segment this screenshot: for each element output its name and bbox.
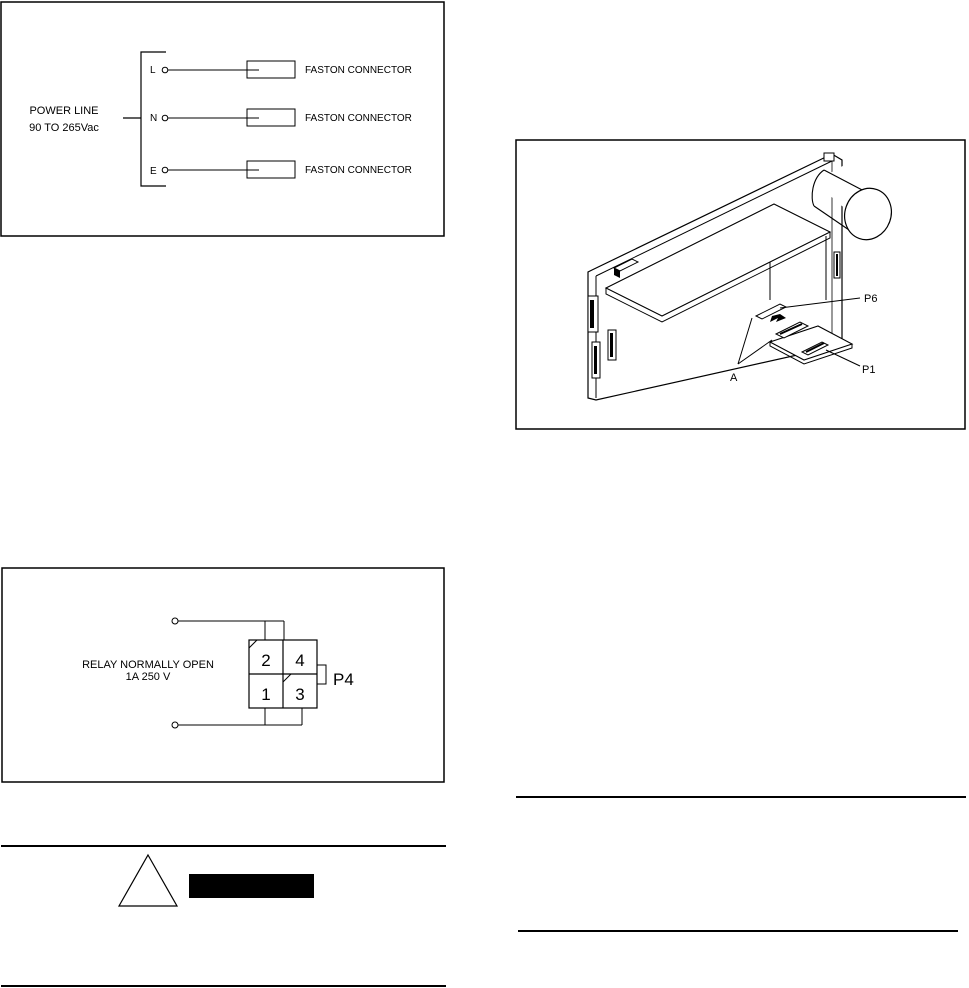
- terminal-circle-icon: [171, 721, 179, 729]
- pin-1: 1: [261, 685, 270, 704]
- shelf-edge: [605, 232, 831, 323]
- p6-leader: [779, 297, 861, 309]
- p4-label: P4: [333, 670, 354, 689]
- p1-leader: [825, 349, 861, 367]
- voltage-label: 90 TO 265Vac: [29, 122, 99, 134]
- relay-label: RELAY NORMALLY OPEN: [82, 659, 214, 671]
- insert-arrow-icon: [770, 314, 786, 322]
- pin-4: 4: [295, 651, 304, 670]
- daughter-board-edge: [769, 342, 853, 365]
- terminal-circle-icon: [161, 166, 169, 174]
- connector-pins: [805, 342, 825, 353]
- pin-3: 3: [295, 685, 304, 704]
- plug-pins: [779, 323, 803, 335]
- relay-diagram: RELAY NORMALLY OPEN 1A 250 V 2 4 1 3 P4: [1, 567, 445, 783]
- warning-block: [1, 845, 446, 987]
- label-a: A: [730, 372, 738, 384]
- warning-triangle-icon: [117, 853, 179, 907]
- relay-diagram-frame: [1, 567, 445, 783]
- terminal-bracket: [140, 51, 166, 187]
- terminal-row-e: E FASTON CONNECTOR: [150, 160, 412, 179]
- terminal-row-l: L FASTON CONNECTOR: [150, 60, 412, 79]
- a-leader-2: [737, 339, 773, 365]
- terminal-letter: N: [150, 113, 157, 124]
- terminal-circle-icon: [171, 617, 179, 625]
- pin-2: 2: [261, 651, 270, 670]
- board-diagram-frame: [515, 139, 966, 430]
- cylinder-component: [811, 163, 892, 241]
- a-leader-1: [737, 317, 753, 365]
- label-p6: P6: [864, 293, 877, 305]
- board-connectors: [587, 152, 841, 379]
- note-block: [516, 796, 966, 932]
- terminal-letter: L: [150, 65, 156, 76]
- label-p1: P1: [862, 364, 875, 376]
- power-diagram-frame: [0, 1, 445, 237]
- p4-connector-block: 2 4 1 3: [248, 639, 318, 709]
- power-line-label: POWER LINE: [29, 105, 98, 117]
- connector-label: FASTON CONNECTOR: [305, 165, 412, 176]
- terminal-circle-icon: [161, 66, 169, 74]
- p4-bracket: [317, 664, 327, 685]
- power-line-diagram: POWER LINE 90 TO 265Vac L FASTON CONNECT…: [0, 1, 445, 237]
- board-assembly-diagram: P6 P1 A: [515, 139, 966, 430]
- connector-label: FASTON CONNECTOR: [305, 113, 412, 124]
- warning-banner: [189, 874, 314, 898]
- terminal-letter: E: [150, 166, 157, 177]
- terminal-circle-icon: [161, 114, 169, 122]
- board-edge: [595, 159, 835, 277]
- cylinder-end: [844, 187, 892, 241]
- rating-label: 1A 250 V: [126, 671, 171, 683]
- connector-label: FASTON CONNECTOR: [305, 65, 412, 76]
- terminal-row-n: N FASTON CONNECTOR: [150, 108, 412, 127]
